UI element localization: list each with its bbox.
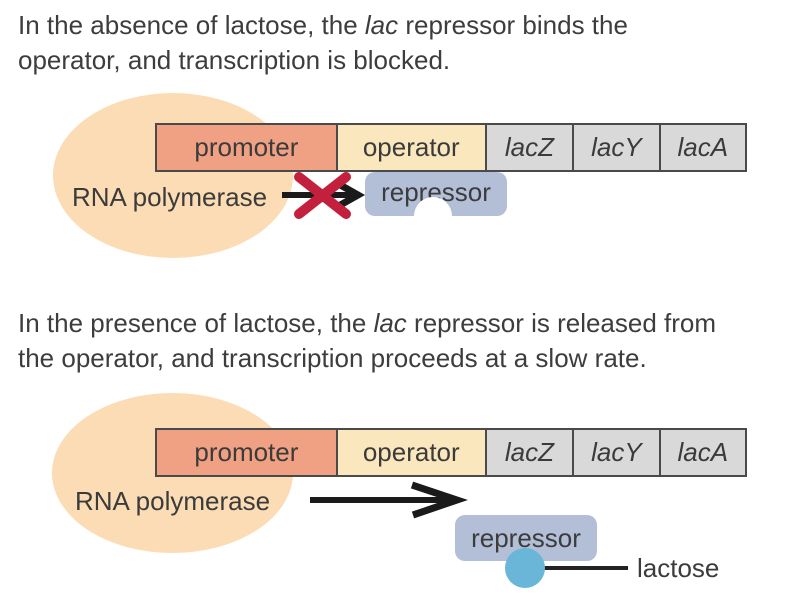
promoter-label: promoter — [194, 437, 299, 467]
lacA-gene-segment: lacA — [658, 125, 745, 170]
caption-absence-of-lactose: In the absence of lactose, the lac repre… — [18, 8, 628, 78]
lacA-gene-segment: lacA — [658, 430, 745, 475]
lactose-molecule — [505, 548, 545, 588]
promoter-segment: promoter — [157, 430, 336, 475]
lacZ-label: lacZ — [504, 132, 555, 162]
blocked-transcription-arrow — [282, 172, 366, 219]
promoter-segment: promoter — [157, 125, 336, 170]
lacZ-gene-segment: lacZ — [484, 125, 573, 170]
operator-segment: operator — [335, 125, 485, 170]
lacY-label: lacY — [591, 437, 642, 467]
transcription-arrow — [310, 481, 468, 519]
lac-italic: lac — [373, 308, 407, 338]
caption-text: In the presence of lactose, the — [18, 308, 374, 338]
operator-label: operator — [362, 437, 460, 467]
operon-bar-bottom: promoter operator lacZ lacY lacA — [155, 428, 747, 477]
promoter-label: promoter — [194, 132, 299, 162]
caption-text: the operator, and transcription proceeds… — [18, 343, 647, 373]
caption-text: In the absence of lactose, the — [18, 10, 365, 40]
repressor-label-bottom: repressor — [471, 522, 581, 553]
operator-segment: operator — [335, 430, 485, 475]
arrow-head — [410, 481, 468, 519]
lacZ-gene-segment: lacZ — [484, 430, 573, 475]
lactose-label: lactose — [637, 553, 720, 583]
lactose-pointer-line — [528, 566, 628, 570]
arrow-head — [333, 178, 366, 212]
caption-text: operator, and transcription is blocked. — [18, 45, 451, 75]
lacY-gene-segment: lacY — [572, 125, 659, 170]
repressor-label-top: repressor — [381, 176, 491, 207]
caption-text: repressor binds the — [398, 10, 628, 40]
rna-polymerase-label-bottom: RNA polymerase — [75, 486, 271, 516]
lacA-label: lacA — [677, 132, 729, 162]
blocked-x-icon — [294, 172, 351, 219]
lacA-label: lacA — [677, 437, 729, 467]
operon-bar-top: promoter operator lacZ lacY lacA — [155, 123, 747, 172]
rna-polymerase-label-top: RNA polymerase — [72, 182, 268, 212]
lacY-label: lacY — [591, 132, 642, 162]
operator-label: operator — [362, 132, 460, 162]
lac-italic: lac — [364, 10, 399, 40]
lacZ-label: lacZ — [504, 437, 555, 467]
repressor-bound: repressor — [365, 172, 507, 235]
lacY-gene-segment: lacY — [572, 430, 659, 475]
repressor-released: repressor — [455, 515, 597, 561]
caption-presence-of-lactose: In the presence of lactose, the lac repr… — [18, 306, 716, 376]
rna-polymerase-blob-top — [53, 93, 293, 258]
caption-text: repressor is released from — [406, 308, 717, 338]
